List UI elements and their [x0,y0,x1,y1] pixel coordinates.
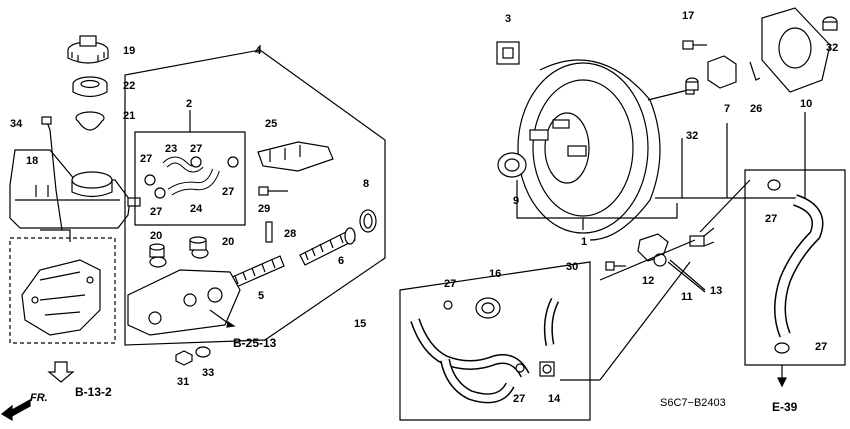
bracket-detail-box [9,237,116,344]
part-label-7: 7 [724,103,731,115]
hose-group-box [134,131,246,226]
master-cylinder-body [127,247,241,336]
front-label: FR. [30,392,48,404]
fitting-20a [149,243,165,258]
part-label-20a: 20 [150,230,163,242]
part-label-5: 5 [258,290,265,302]
part-label-9: 9 [513,195,520,207]
valve-12 [637,233,669,267]
part-label-27b: 27 [140,153,153,165]
part-label-27e: 27 [444,278,457,290]
bolt-17 [682,40,707,50]
part-label-19: 19 [123,45,136,57]
part-label-3: 3 [505,13,512,25]
gasket-9 [497,152,527,178]
part-label-15: 15 [354,318,367,330]
hose-joint-25 [257,141,334,172]
fitting-20b [189,236,207,251]
bolt-29 [258,186,288,196]
part-label-10: 10 [800,98,813,110]
pin-28 [265,221,273,243]
reservoir-seal [72,76,108,98]
piston-6 [299,227,356,266]
part-label-17: 17 [682,10,695,22]
vacuum-hose-13 [774,194,824,338]
part-label-16: 16 [489,268,502,280]
part-label-11: 11 [681,291,693,303]
part-label-31: 31 [177,376,190,388]
nut-32a [685,77,699,91]
part-label-18: 18 [26,155,39,167]
part-label-28: 28 [284,228,297,240]
part-label-1: 1 [581,236,588,248]
part-label-27h: 27 [815,341,828,353]
front-arrow [0,398,31,422]
reservoir-bracket [21,259,101,336]
nut-32b [822,16,838,31]
diagram-code: S6C7−B2403 [660,397,726,409]
part-label-14: 14 [548,393,561,405]
part-label-25: 25 [265,118,278,130]
part-label-27a: 27 [190,143,203,155]
hose-13-box [744,169,846,366]
reservoir-tank [9,149,141,242]
part-label-34: 34 [10,118,23,130]
part-label-30: 30 [566,261,579,273]
ref-b25-13: B-25-13 [233,336,277,350]
part-label-2: 2 [186,98,193,110]
ref-arrow-b13-2 [47,361,75,383]
part-label-26: 26 [750,103,763,115]
part-label-21: 21 [123,110,136,122]
part-label-6: 6 [338,255,345,267]
seal-8 [359,209,377,233]
part-label-33: 33 [202,367,215,379]
ref-e39: E-39 [772,400,798,414]
bolt-30 [605,261,626,271]
part-label-27g: 27 [765,213,778,225]
gasket-3 [496,41,520,65]
part-label-27d: 27 [150,206,163,218]
clevis-7 [707,55,737,89]
part-label-32b: 32 [826,42,839,54]
piston-5 [229,255,285,289]
part-label-12: 12 [642,275,655,287]
hose-15-box [399,261,591,421]
part-label-27c: 27 [222,186,235,198]
part-label-20b: 20 [222,236,235,248]
part-label-13: 13 [710,285,723,297]
part-label-4: 4 [255,45,262,57]
part-label-27f: 27 [513,393,526,405]
part-label-8: 8 [363,178,370,190]
nut-31 [175,350,193,366]
valve-leader-lines [560,239,706,381]
hose-clamp-16 [475,297,501,319]
reservoir-strainer [75,111,105,131]
brake-booster [517,59,695,241]
bolt-34 [46,121,63,231]
part-label-29: 29 [258,203,271,215]
pin-26 [749,61,761,81]
check-valve-14 [539,361,555,377]
reservoir-hoses [144,156,239,199]
part-label-22: 22 [123,80,136,92]
gasket-10 [761,7,831,93]
part-label-32a: 32 [686,130,699,142]
vacuum-hose-15 [410,318,530,404]
part-label-23: 23 [165,143,178,155]
washer-33 [195,346,211,358]
part-label-24: 24 [190,203,203,215]
ref-b13-2: B-13-2 [75,385,112,399]
reservoir-cap [67,35,109,64]
check-valve-11 [689,227,715,247]
